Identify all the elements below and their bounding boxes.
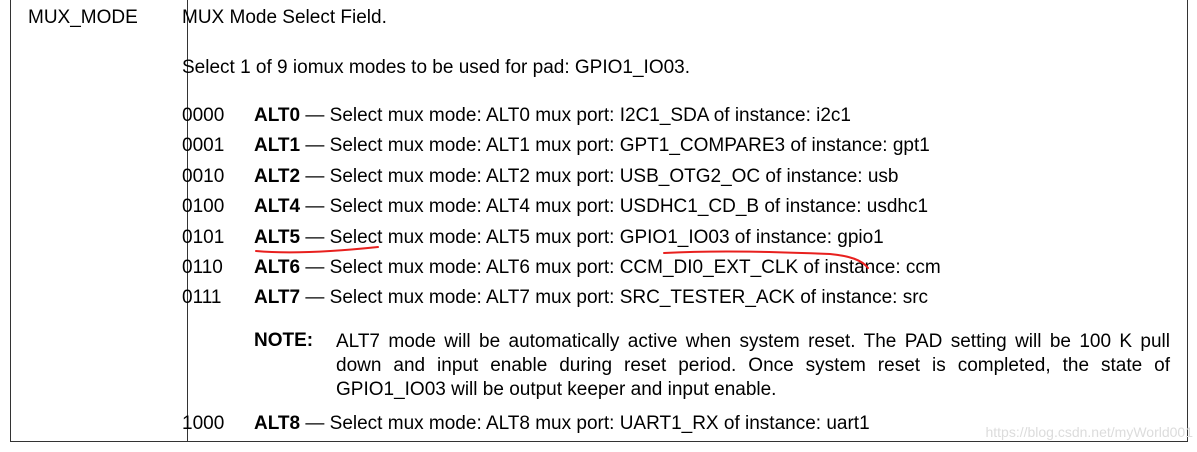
mode-row-alt0: ALT0 — Select mux mode: ALT0 mux port: I… bbox=[254, 105, 851, 127]
mode-alt-label: ALT5 bbox=[254, 227, 301, 248]
mode-code-alt6: 0110 bbox=[182, 257, 223, 278]
mode-code-alt0: 0000 bbox=[182, 105, 225, 126]
mode-alt-label: ALT1 bbox=[254, 135, 301, 156]
mode-alt-label: ALT2 bbox=[254, 166, 301, 187]
mode-description: — Select mux mode: ALT2 mux port: USB_OT… bbox=[300, 166, 899, 187]
register-field-table bbox=[10, 0, 1188, 442]
mode-alt-label: ALT8 bbox=[254, 413, 301, 434]
mode-alt-label: ALT4 bbox=[254, 196, 301, 217]
mode-row-alt1: ALT1 — Select mux mode: ALT1 mux port: G… bbox=[254, 135, 930, 157]
mode-description: — Select mux mode: ALT7 mux port: SRC_TE… bbox=[300, 287, 929, 308]
note-text: ALT7 mode will be automatically active w… bbox=[336, 331, 1170, 400]
mode-row-alt7: ALT7 — Select mux mode: ALT7 mux port: S… bbox=[254, 287, 928, 309]
note-label: NOTE: bbox=[254, 330, 314, 351]
mode-alt-label: ALT6 bbox=[254, 257, 301, 278]
field-name-cell: MUX_MODE bbox=[28, 7, 138, 28]
column-divider bbox=[187, 0, 188, 441]
mode-alt-label: ALT7 bbox=[254, 287, 301, 308]
mode-alt-label: ALT0 bbox=[254, 105, 301, 126]
mode-code-alt5: 0101 bbox=[182, 227, 225, 248]
field-summary: Select 1 of 9 iomux modes to be used for… bbox=[182, 57, 691, 78]
mode-row-alt2: ALT2 — Select mux mode: ALT2 mux port: U… bbox=[254, 166, 899, 188]
mode-code-alt4: 0100 bbox=[182, 196, 225, 217]
mode-description: — Select mux mode: ALT0 mux port: I2C1_S… bbox=[300, 105, 852, 126]
mode-description: — Select mux mode: ALT4 mux port: USDHC1… bbox=[300, 196, 929, 217]
mode-description: — Select mux mode: ALT1 mux port: GPT1_C… bbox=[300, 135, 930, 156]
mode-row-alt5: ALT5 — Select mux mode: ALT5 mux port: G… bbox=[254, 227, 884, 249]
field-title: MUX Mode Select Field. bbox=[182, 7, 387, 28]
mode-description: — Select mux mode: ALT6 mux port: CCM_DI… bbox=[300, 257, 941, 278]
watermark: https://blog.csdn.net/myWorld001 bbox=[985, 424, 1193, 440]
mode-row-alt6: ALT6 — Select mux mode: ALT6 mux port: C… bbox=[254, 257, 941, 279]
mode-code-alt1: 0001 bbox=[182, 135, 225, 156]
mode-description: — Select mux mode: ALT8 mux port: UART1_… bbox=[300, 413, 870, 434]
mode-row-alt4: ALT4 — Select mux mode: ALT4 mux port: U… bbox=[254, 196, 928, 218]
mode-row-alt8: ALT8 — Select mux mode: ALT8 mux port: U… bbox=[254, 413, 870, 435]
mode-code-alt8: 1000 bbox=[182, 413, 225, 434]
mode-description: — Select mux mode: ALT5 mux port: GPIO1_… bbox=[300, 227, 884, 248]
mode-code-alt7: 0111 bbox=[182, 287, 222, 308]
mode-code-alt2: 0010 bbox=[182, 166, 225, 187]
